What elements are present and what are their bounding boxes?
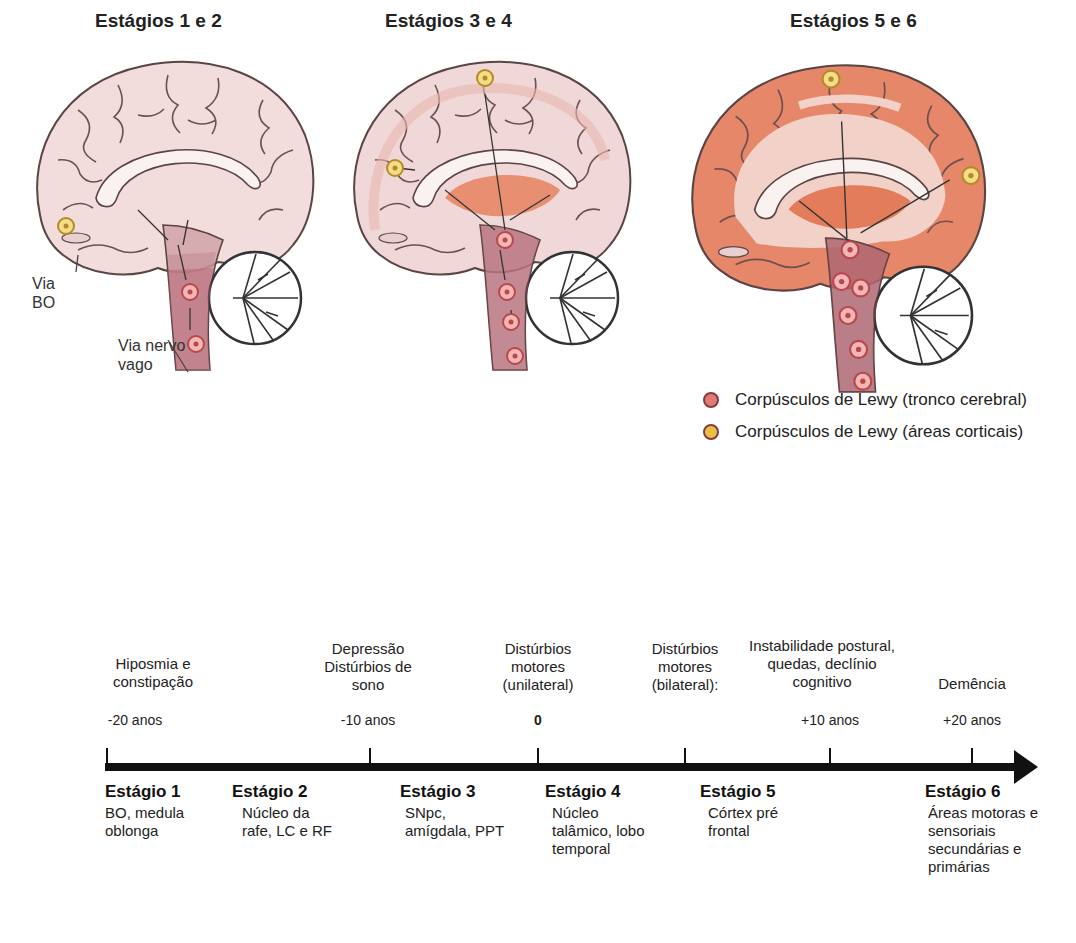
pathway-label: Via nervo vago (118, 336, 204, 374)
stage-heading: Estágio 3 (400, 782, 510, 802)
brain-stage-5-6 (692, 65, 985, 391)
panel-title: Estágios 5 e 6 (790, 10, 1010, 33)
symptom-label: Demência (922, 675, 1022, 693)
symptom-label: Distúrbios motores (bilateral): (633, 640, 737, 694)
time-label: +20 anos (927, 712, 1017, 729)
stage-heading: Estágio 2 (232, 782, 342, 802)
legend-text: Corpúsculos de Lewy (tronco cerebral) (735, 390, 1027, 410)
panel-title: Estágios 3 e 4 (385, 10, 605, 33)
stage-region: SNpc, amígdala, PPT (405, 804, 505, 840)
symptom-label: Distúrbios motores (unilateral) (486, 640, 590, 694)
brain-stage-1-2 (37, 62, 313, 372)
stage-heading: Estágio 4 (545, 782, 655, 802)
legend-text: Corpúsculos de Lewy (áreas corticais) (735, 422, 1023, 442)
stage-region: Áreas motoras e sensoriais secundárias e… (928, 804, 1054, 876)
stage-heading: Estágio 5 (700, 782, 810, 802)
symptom-label: Depressão Distúrbios de sono (316, 640, 420, 694)
time-label: -20 anos (90, 712, 180, 729)
legend-entry: Corpúsculos de Lewy (áreas corticais) (703, 422, 1023, 442)
legend-entry: Corpúsculos de Lewy (tronco cerebral) (703, 390, 1027, 410)
legend-swatch (703, 392, 719, 408)
stage-heading: Estágio 1 (105, 782, 215, 802)
stage-region: Núcleo talâmico, lobo temporal (552, 804, 656, 858)
time-label: 0 (518, 712, 558, 729)
symptom-label: Hiposmia e constipação (93, 655, 213, 691)
pathway-label: Via BO (32, 274, 74, 312)
timeline-arrow (105, 748, 1038, 784)
brain-stage-3-4 (354, 62, 630, 370)
panel-title: Estágios 1 e 2 (95, 10, 315, 33)
time-label: +10 anos (785, 712, 875, 729)
stage-region: Córtex pré frontal (708, 804, 804, 840)
stage-heading: Estágio 6 (925, 782, 1045, 802)
legend-swatch (703, 424, 719, 440)
stage-region: BO, medula oblonga (105, 804, 205, 840)
time-label: -10 anos (323, 712, 413, 729)
symptom-label: Instabilidade postural, quedas, declínio… (747, 637, 897, 691)
stage-region: Núcleo da rafe, LC e RF (242, 804, 334, 840)
